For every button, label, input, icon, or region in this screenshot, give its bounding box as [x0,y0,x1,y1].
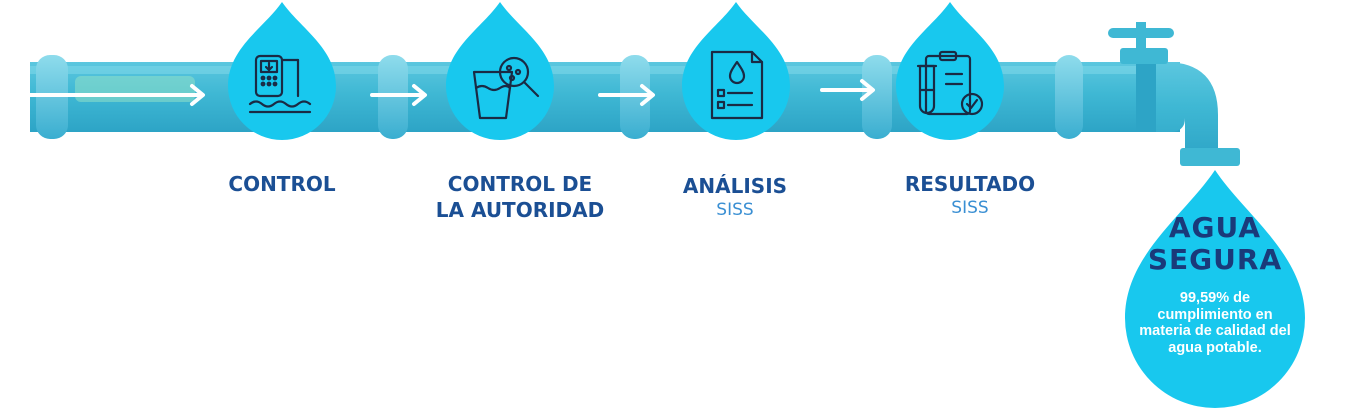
lab-clipboard-check-icon [916,50,984,116]
arrow-icon [370,84,427,106]
water-meter-icon [248,54,312,114]
step-drop-3 [682,2,790,140]
flange [1055,55,1083,139]
result-title-line2: SEGURA [1147,243,1283,276]
result-description: 99,59% de cumplimiento en materia de cal… [1139,290,1291,356]
step-title-line2: LA AUTORIDAD [435,198,605,222]
step-drop-4 [896,2,1004,140]
step-drop-1 [228,2,336,140]
step-label-control: CONTROL [212,171,352,197]
step-label-resultado: RESULTADO SISS [880,171,1060,219]
step-subtitle: SISS [716,200,754,220]
result-title-line1: AGUA [1168,211,1262,244]
result-drop [1125,170,1305,408]
valve-base [1120,48,1168,64]
step-drop-2 [446,2,554,140]
step-title: RESULTADO [904,172,1036,196]
arrow-icon [820,79,875,101]
pipe-highlight [75,76,195,102]
step-title: CONTROL [228,172,336,196]
step-label-control-autoridad: CONTROL DE LA AUTORIDAD [420,171,620,223]
arrow-icon [28,84,205,106]
step-title: ANÁLISIS [682,174,788,198]
water-glass-magnifier-icon [472,56,540,120]
flange [862,55,892,139]
step-subtitle: SISS [951,198,989,218]
step-title-line1: CONTROL DE [447,172,593,196]
flow-arrows [28,79,875,106]
water-report-document-icon [710,50,764,120]
valve-handle [1108,28,1174,38]
water-drop-icon [1125,170,1305,408]
arrow-icon [598,84,655,106]
faucet-spout [1180,148,1240,166]
step-label-analisis: ANÁLISIS SISS [660,173,810,221]
result-title: AGUA SEGURA [1130,212,1300,276]
